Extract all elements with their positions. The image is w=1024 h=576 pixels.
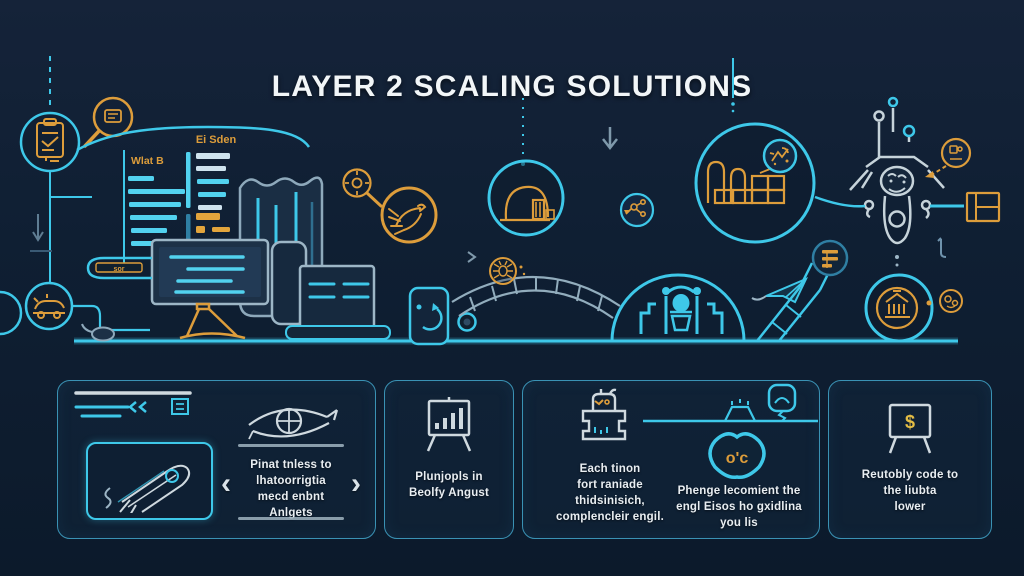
bridge-icon <box>451 251 621 319</box>
bug-badge-icon <box>489 257 526 285</box>
card-text: Reutobly code to the liubta lower <box>835 467 985 515</box>
person-badge-icon <box>925 137 972 178</box>
card-text-line: you lis <box>720 517 758 529</box>
card-text-line: Phenge lecomient the <box>677 485 801 497</box>
robot-icon <box>814 96 964 267</box>
mask-label: o'c <box>726 450 749 467</box>
panel-label: Wlat B <box>131 155 164 167</box>
divider <box>238 517 344 520</box>
card-text-line: Anlgets <box>269 507 313 519</box>
laptop-icon <box>81 264 391 342</box>
card-text-line: Each tinon <box>579 463 641 475</box>
next-arrow[interactable]: › <box>351 467 361 500</box>
card-text-line: thidsinisich, <box>575 495 645 507</box>
magnifier-icon <box>83 96 134 148</box>
helmet-badge-icon <box>487 98 565 237</box>
card-text-line: the liubta <box>883 485 937 497</box>
window-icon <box>965 191 1001 223</box>
factory-card: Each tinon fort raniade thidsinisich, co… <box>522 380 820 539</box>
abacus-badge-icon <box>811 239 849 277</box>
stats-card: Plunjopls in Beolfy Angust <box>384 380 514 539</box>
card-text-line: lhatoorrigtia <box>256 475 326 487</box>
bird-badge-icon <box>380 186 438 244</box>
card-text: Pinat tnless to lhatoorrigtia mecd enbnt… <box>236 457 346 521</box>
easel-dollar-icon: $ <box>888 403 932 454</box>
swoosh-curve: Ei Sden <box>76 125 311 152</box>
clipboard-circle-icon <box>19 56 92 284</box>
card-text-line: Beolfy Angust <box>408 487 490 499</box>
easel-chart-icon <box>426 397 472 452</box>
curve-label: Ei Sden <box>196 134 237 146</box>
card-text: Plunjopls in Beolfy Angust <box>389 469 509 501</box>
tag-label: sor <box>114 266 125 273</box>
down-arrow-icon <box>602 127 947 258</box>
rocket-thumbnail <box>86 442 213 520</box>
card-text-line: Plunjopls in <box>415 471 483 483</box>
network-badge-icon <box>619 192 655 228</box>
cost-card: $ Reutobly code to the liubta lower <box>828 380 992 539</box>
carousel-card: Pinat tnless to lhatoorrigtia mecd enbnt… <box>57 380 376 539</box>
tag-bracket: sor <box>86 256 152 280</box>
card-text-line: Pinat tnless to <box>250 459 332 471</box>
eye-sketch-icon <box>248 407 339 440</box>
code-panel: Wlat B <box>123 150 230 268</box>
paper-plane-icon <box>751 262 831 342</box>
bank-badge-icon <box>864 273 934 343</box>
speed-lines-icon <box>74 391 192 418</box>
mask-icon: o'c <box>708 432 766 480</box>
monitor-icon <box>150 238 270 340</box>
rocket-sketch-icon <box>104 464 191 513</box>
spark-badge-icon <box>762 138 798 174</box>
card-text-right: Phenge lecomient the engl Eisos ho gxidl… <box>663 483 815 531</box>
phone-sync-icon <box>408 286 450 346</box>
car-circle-icon <box>0 281 150 336</box>
gear-magnifier-icon <box>342 168 383 208</box>
factory-kiln-icon <box>581 388 627 441</box>
card-text-line: fort raniade <box>577 479 643 491</box>
dollar-sign: $ <box>905 412 915 432</box>
card-text-line: engl Eisos ho gxidlina <box>676 501 802 513</box>
card-text-line: Reutobly code to <box>861 469 959 481</box>
factory-badge-icon <box>694 58 816 244</box>
card-text-line: complencleir engil. <box>556 511 664 523</box>
bulb-pendant-icon <box>643 383 818 423</box>
card-text-left: Each tinon fort raniade thidsinisich, co… <box>535 461 685 525</box>
card-text-line: mecd enbnt <box>257 491 325 503</box>
gate-dome-icon <box>610 273 746 342</box>
knob-icon <box>457 312 477 332</box>
prev-arrow[interactable]: ‹ <box>221 467 231 500</box>
page-title: LAYER 2 SCALING SOLUTIONS <box>271 70 753 104</box>
divider <box>238 444 344 447</box>
coins-badge-icon <box>939 289 963 313</box>
card-text-line: lower <box>894 501 926 513</box>
